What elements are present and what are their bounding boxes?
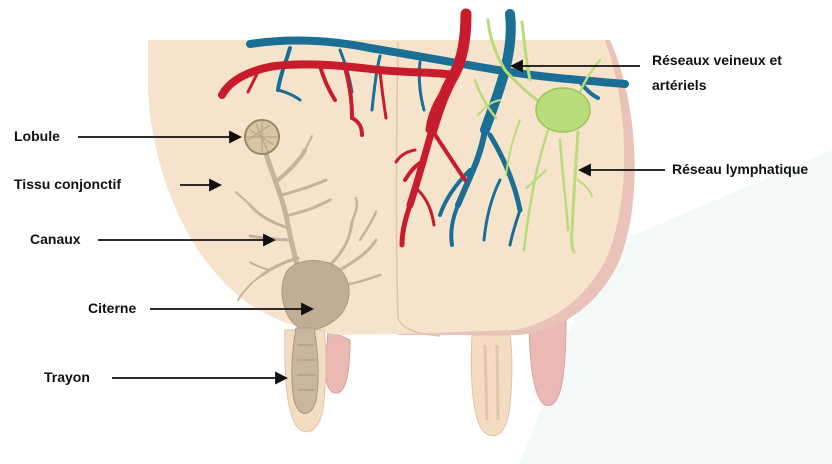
label-citerne: Citerne <box>88 300 136 316</box>
label-reseau-lymphatique: Réseau lymphatique <box>672 161 808 177</box>
udder-left-quarter <box>148 40 398 335</box>
label-reseaux-line1: Réseaux veineux et <box>652 52 782 68</box>
teat-canal <box>292 328 318 414</box>
label-lobule: Lobule <box>14 128 60 144</box>
front-teat-right <box>471 335 512 436</box>
label-trayon: Trayon <box>44 369 90 385</box>
label-reseaux-line2: artériels <box>652 77 706 93</box>
label-tissu-conjonctif: Tissu conjonctif <box>14 176 121 192</box>
label-canaux: Canaux <box>30 231 81 247</box>
lymph-node <box>536 88 590 132</box>
rear-teat-left <box>326 330 351 393</box>
